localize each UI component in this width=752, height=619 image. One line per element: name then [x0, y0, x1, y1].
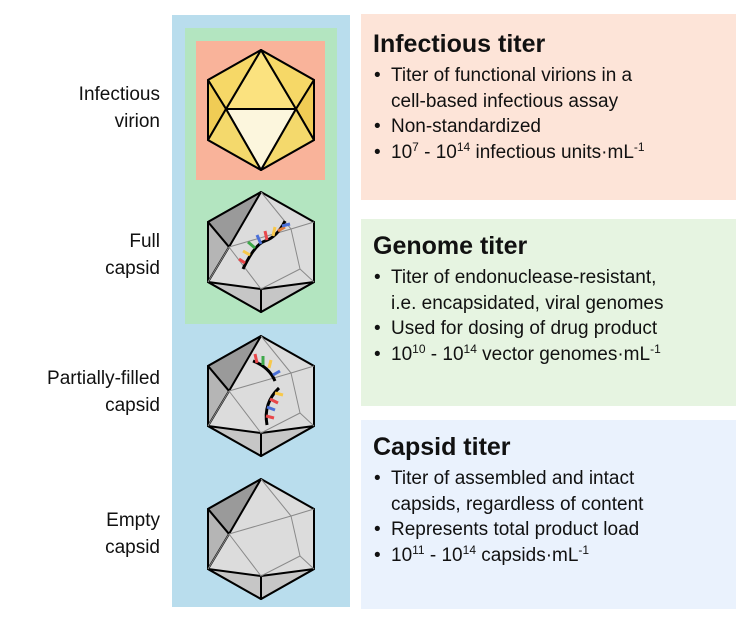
- label-line: capsid: [105, 537, 160, 558]
- exponent: 14: [456, 139, 471, 154]
- exponent: -1: [633, 139, 645, 154]
- range-unit: capsids·mL: [476, 544, 579, 566]
- bullet-text: cell-based infectious assay: [391, 90, 619, 112]
- bullet-text: i.e. encapsidated, viral genomes: [391, 292, 664, 314]
- full-capsid-icon: [207, 190, 315, 314]
- panel-title: Infectious titer: [373, 30, 546, 58]
- label-line: capsid: [105, 395, 160, 416]
- bullet-text: Represents total product load: [391, 519, 640, 540]
- empty-capsid-icon: [207, 477, 315, 601]
- exponent: -1: [650, 341, 661, 356]
- label-line: capsid: [105, 258, 160, 279]
- exponent: 10: [412, 341, 426, 356]
- range-mid: - 10: [424, 544, 463, 566]
- bullet-list: Titer of functional virions in a cell-ba…: [361, 63, 736, 165]
- partially-filled-capsid-icon: [207, 334, 315, 458]
- bullet-item: 1011 - 1014 capsids·mL-1: [361, 543, 736, 569]
- bullet-item: Titer of assembled and intact capsids, r…: [361, 466, 736, 517]
- bullet-text: capsids, regardless of content: [391, 493, 644, 515]
- genome-titer-panel: Genome titer Titer of endonuclease-resis…: [361, 219, 736, 406]
- bullet-text: Non-standardized: [391, 116, 541, 137]
- label-line: virion: [114, 111, 160, 132]
- capsid-titer-panel: Capsid titer Titer of assembled and inta…: [361, 420, 736, 609]
- label-line: Empty: [106, 510, 160, 531]
- bullet-item: 1010 - 1014 vector genomes·mL-1: [361, 342, 736, 368]
- bullet-list: Titer of endonuclease-resistant, i.e. en…: [361, 265, 736, 367]
- bullet-text: Titer of assembled and intact: [391, 468, 635, 489]
- label-line: Full: [129, 231, 160, 252]
- range-unit: vector genomes·mL: [476, 343, 651, 365]
- exponent: 14: [462, 542, 476, 557]
- range-mid: - 10: [425, 343, 464, 365]
- bullet-item: Represents total product load: [361, 517, 736, 543]
- range-mid: - 10: [418, 141, 457, 163]
- label-line: Infectious: [78, 84, 160, 105]
- range-base: 10: [391, 141, 413, 163]
- exponent: 11: [412, 542, 425, 557]
- range-base: 10: [391, 544, 413, 566]
- range-unit: infectious units·mL: [470, 141, 634, 163]
- bullet-item: Titer of endonuclease-resistant, i.e. en…: [361, 265, 736, 316]
- bullet-item: Titer of functional virions in a cell-ba…: [361, 63, 736, 114]
- label-line: Partially-filled: [47, 368, 160, 389]
- bullet-item: Non-standardized: [361, 114, 736, 140]
- bullet-list: Titer of assembled and intact capsids, r…: [361, 466, 736, 568]
- range-base: 10: [391, 343, 413, 365]
- infectious-virion-icon: [207, 49, 315, 171]
- label-full-capsid: Full capsid: [0, 228, 160, 282]
- bullet-item: 107 - 1014 infectious units·mL-1: [361, 140, 736, 166]
- panel-title: Capsid titer: [373, 433, 511, 461]
- infectious-titer-panel: Infectious titer Titer of functional vir…: [361, 14, 736, 200]
- exponent: 7: [412, 139, 419, 154]
- bullet-text: Titer of endonuclease-resistant,: [391, 267, 657, 288]
- bullet-text: Used for dosing of drug product: [391, 318, 658, 339]
- bullet-text: Titer of functional virions in a: [391, 65, 633, 86]
- panel-title: Genome titer: [373, 232, 528, 260]
- bullet-item: Used for dosing of drug product: [361, 316, 736, 342]
- label-empty-capsid: Empty capsid: [0, 507, 160, 561]
- label-infectious-virion: Infectious virion: [0, 81, 160, 135]
- exponent: -1: [578, 542, 590, 557]
- exponent: 14: [463, 341, 477, 356]
- label-partially-filled-capsid: Partially-filled capsid: [0, 365, 160, 419]
